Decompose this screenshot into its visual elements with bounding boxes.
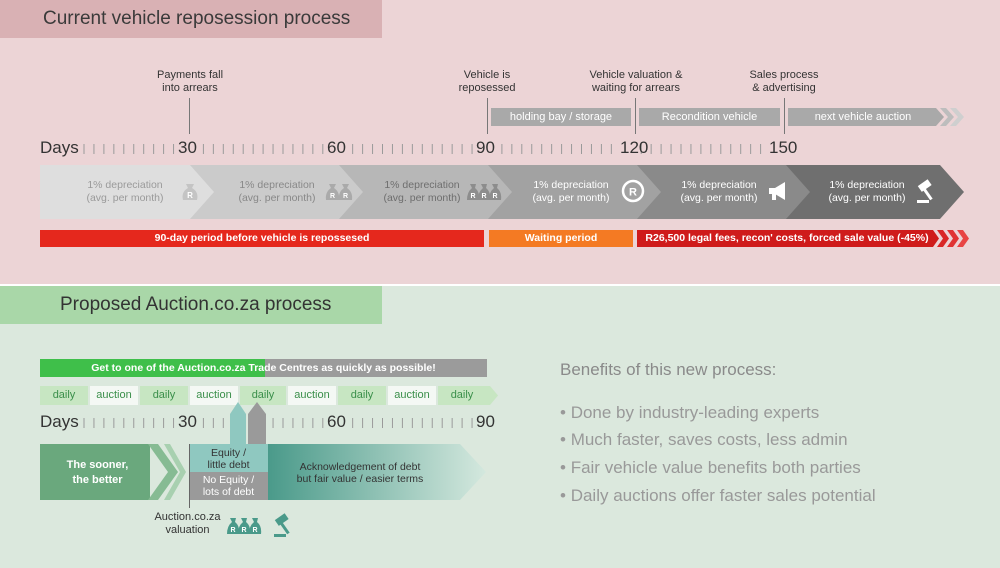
trade-centre-banner-text: Get to one of the Auction.co.za Trade Ce…	[91, 362, 436, 374]
depreciation-text-4: 1% depreciation(avg. per month)	[532, 179, 610, 204]
event-vehicle-valuation: Vehicle valuation &waiting for arrears	[589, 69, 683, 94]
proposed-process-section	[0, 286, 1000, 568]
legal-fees-label: R26,500 legal fees, recon' costs, forced…	[645, 232, 929, 244]
benefit-item: • Much faster, saves costs, less admin	[560, 430, 848, 449]
tick-150: 150	[769, 138, 798, 157]
svg-text:R: R	[230, 527, 235, 534]
svg-text:R: R	[629, 187, 637, 199]
depreciation-text-2: 1% depreciation(avg. per month)	[238, 179, 316, 204]
day-cell-auction: auction	[394, 389, 430, 401]
megaphone-icon	[769, 182, 785, 200]
event-line	[784, 98, 785, 134]
valuation-line	[189, 444, 190, 508]
benefit-item: • Done by industry-leading experts	[560, 403, 820, 422]
svg-text:R: R	[481, 193, 486, 200]
day-cell-daily: daily	[450, 389, 474, 401]
day-cell-daily: daily	[152, 389, 176, 401]
depreciation-text-5: 1% depreciation(avg. per month)	[680, 179, 758, 204]
current-process-title: Current vehicle reposession process	[0, 0, 382, 38]
stage-next-auction-label: next vehicle auction	[814, 111, 912, 123]
svg-text:R: R	[470, 193, 475, 200]
benefit-item: • Daily auctions offer faster sales pote…	[560, 486, 876, 505]
svg-text:R: R	[252, 527, 257, 534]
event-sales-process: Sales process& advertising	[749, 69, 819, 94]
event-line	[487, 98, 488, 134]
auction-days-strip	[40, 386, 498, 405]
depreciation-text-6: 1% depreciation(avg. per month)	[828, 179, 906, 204]
gavel-icon	[917, 179, 933, 203]
svg-text:R: R	[343, 193, 348, 200]
money-bags-icon: R R R	[467, 184, 502, 200]
svg-text:R: R	[330, 193, 335, 200]
event-line	[635, 98, 636, 134]
tick-60: 60	[327, 138, 346, 157]
svg-text:R: R	[187, 191, 193, 200]
depreciation-text-1: 1% depreciation(avg. per month)	[86, 179, 164, 204]
next-auction-arrow	[788, 108, 964, 126]
tick2-90: 90	[476, 412, 495, 431]
day-cell-daily: daily	[251, 389, 275, 401]
equity-label: Equity /little debt	[207, 447, 250, 471]
gavel-icon	[274, 513, 290, 537]
day-cell-daily: daily	[52, 389, 76, 401]
days-axis-label: Days	[40, 138, 79, 157]
days-axis-ticks	[83, 144, 762, 154]
tick-90: 90	[476, 138, 495, 157]
stage-holding-bay: holding bay / storage	[491, 108, 631, 126]
tick2-60: 60	[327, 412, 346, 431]
no-equity-label: No Equity /lots of debt	[202, 474, 255, 498]
benefits-heading: Benefits of this new process:	[560, 360, 777, 379]
svg-text:R: R	[492, 193, 497, 200]
stage-recondition: Recondition vehicle	[639, 108, 780, 126]
day-cell-auction: auction	[294, 389, 330, 401]
valuation-clock-icon: R	[621, 179, 645, 203]
bar-90-day-period: 90-day period before vehicle is reposses…	[40, 230, 484, 247]
proposed-process-title: Proposed Auction.co.za process	[0, 286, 382, 324]
money-bags-icon: R R R	[227, 518, 262, 534]
day-cell-auction: auction	[196, 389, 232, 401]
tick2-30: 30	[178, 412, 197, 431]
bar-waiting-period: Waiting period	[489, 230, 633, 247]
benefit-item: • Fair vehicle value benefits both parti…	[560, 458, 861, 477]
bar-legal-fees: R26,500 legal fees, recon' costs, forced…	[637, 230, 973, 247]
depreciation-chevrons	[40, 165, 964, 219]
event-line	[189, 98, 190, 134]
depreciation-text-3: 1% depreciation(avg. per month)	[383, 179, 461, 204]
money-bag-icon: R	[182, 184, 198, 200]
up-arrows	[230, 402, 266, 450]
svg-text:R: R	[241, 527, 246, 534]
day-cell-auction: auction	[96, 389, 132, 401]
money-bags-icon: R R	[325, 184, 353, 200]
days-axis-label-2: Days	[40, 412, 79, 431]
tick-120: 120	[620, 138, 649, 157]
days-axis-ticks-2	[83, 418, 473, 428]
stage-next-auction: next vehicle auction	[788, 108, 970, 126]
proposed-flow-band	[40, 444, 486, 500]
legal-fees-arrow	[637, 230, 969, 247]
sooner-better-label: The sooner,the better	[66, 459, 129, 486]
trade-centre-banner: Get to one of the Auction.co.za Trade Ce…	[40, 359, 487, 377]
tick-30: 30	[178, 138, 197, 157]
day-cell-daily: daily	[350, 389, 374, 401]
